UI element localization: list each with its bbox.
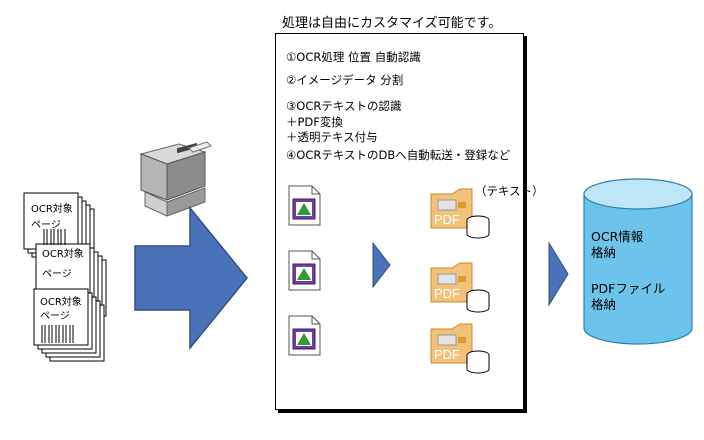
- page-stack-graphic: [23, 192, 107, 362]
- ocr-page-label-2b: ページ: [42, 269, 72, 280]
- pdf-db-icon-2: PDF: [430, 262, 490, 313]
- ocr-page-label-1a: OCR対象: [31, 204, 73, 215]
- ocr-page-label-1b: ページ: [31, 220, 61, 231]
- ocr-page-label-2a: OCR対象: [42, 249, 84, 260]
- step-4: ④OCRテキストのDBへ自動転送・登録など: [286, 148, 511, 162]
- db-label-2: 格納: [591, 245, 617, 260]
- image-document-icon-1: [288, 185, 321, 226]
- image-document-icon-3: [288, 315, 321, 356]
- step-2: ②イメージデータ 分割: [286, 73, 404, 87]
- scanner-icon: [139, 141, 212, 217]
- step-1: ①OCR処理 位置 自動認識: [286, 50, 421, 64]
- input-arrow: [134, 205, 248, 351]
- page-bundle-3: [33, 288, 105, 362]
- ocr-page-label-3a: OCR対象: [40, 297, 82, 308]
- pdf-db-icon-3: PDF: [430, 323, 490, 374]
- db-label-3: PDFファイル: [591, 281, 666, 296]
- process-caption: 処理は自由にカスタマイズ可能です。: [282, 16, 502, 31]
- process-arrow: [372, 241, 391, 289]
- output-arrow: [548, 241, 569, 307]
- image-document-icon-2: [288, 250, 321, 291]
- pdf-db-icon-1: PDF: [430, 188, 490, 239]
- text-label: （テキスト）: [475, 184, 544, 198]
- pdf-text: PDF: [434, 286, 460, 301]
- barcode-icon: [41, 229, 74, 343]
- db-label-1: OCR情報: [591, 229, 644, 244]
- db-label-4: 格納: [591, 297, 617, 312]
- ocr-page-label-3b: ページ: [40, 311, 70, 322]
- step-3-sub-pdf: ＋PDF変換: [286, 115, 343, 129]
- pdf-text: PDF: [434, 347, 460, 362]
- step-3-sub-text: ＋透明テキス付与: [286, 130, 378, 144]
- database-icon: [583, 178, 693, 345]
- pdf-text: PDF: [434, 212, 460, 227]
- step-3: ③OCRテキストの認識: [286, 99, 402, 113]
